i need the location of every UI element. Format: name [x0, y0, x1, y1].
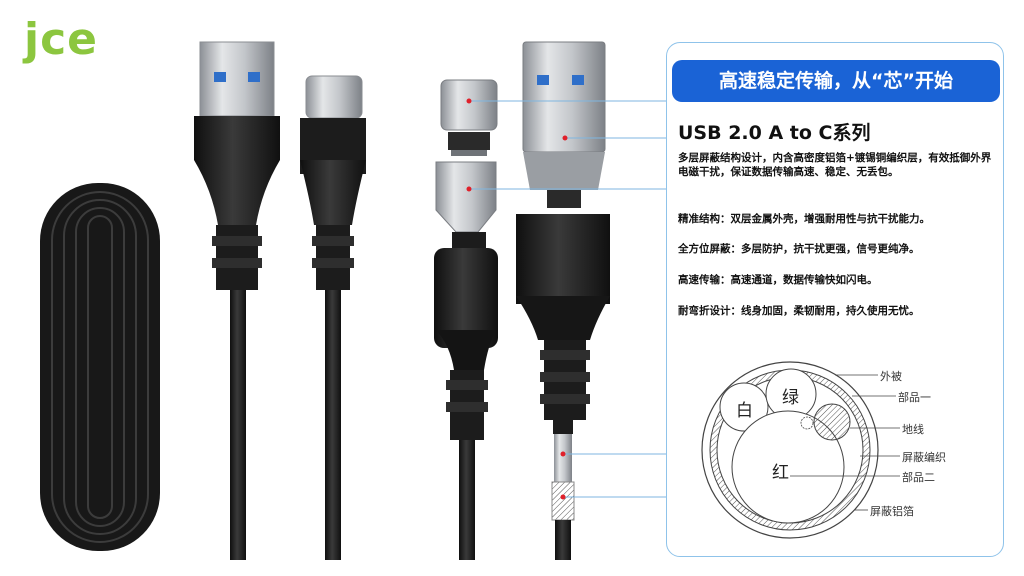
brand-logo: jce — [24, 14, 99, 65]
feature-bend: 耐弯折设计：线身加固，柔韧耐用，持久使用无忧。 — [678, 305, 920, 317]
coiled-cable — [40, 183, 160, 551]
feature-structure: 精准结构：双层金属外壳，增强耐用性与抗干扰能力。 — [678, 213, 930, 225]
headline-banner: 高速稳定传输，从“芯”开始 — [672, 60, 1000, 102]
label-ground-wire: 地线 — [902, 423, 924, 436]
feature-shielding: 全方位屏蔽：多层防护，抗干扰更强，信号更纯净。 — [678, 243, 920, 255]
wire-red-label: 红 — [772, 463, 789, 483]
label-shield-foil: 屏蔽铝箔 — [870, 505, 914, 518]
label-component-one: 部品一 — [898, 391, 931, 404]
usb-a-cable — [194, 41, 280, 560]
wire-white-label: 白 — [736, 401, 753, 421]
label-outer-jacket: 外被 — [880, 370, 902, 383]
feature-speed: 高速传输：高速通道，数据传输快如闪电。 — [678, 274, 878, 286]
wire-green-label: 绿 — [782, 388, 799, 408]
magnetic-cable — [434, 79, 498, 560]
label-shield-braid: 屏蔽编织 — [902, 451, 946, 464]
product-series-title: USB 2.0 A to C系列 — [678, 122, 871, 144]
cutaway-cable — [516, 41, 610, 560]
label-component-two: 部品二 — [902, 471, 935, 484]
callout-lines — [469, 100, 666, 498]
intro-text: 多层屏蔽结构设计，内含高密度铝箔+镀锡铜编织层，有效抵御外界电磁干扰，保证数据传… — [678, 152, 992, 178]
usb-c-cable — [300, 75, 366, 560]
cable-cross-section-diagram — [701, 361, 900, 539]
callout-dots — [466, 98, 568, 500]
